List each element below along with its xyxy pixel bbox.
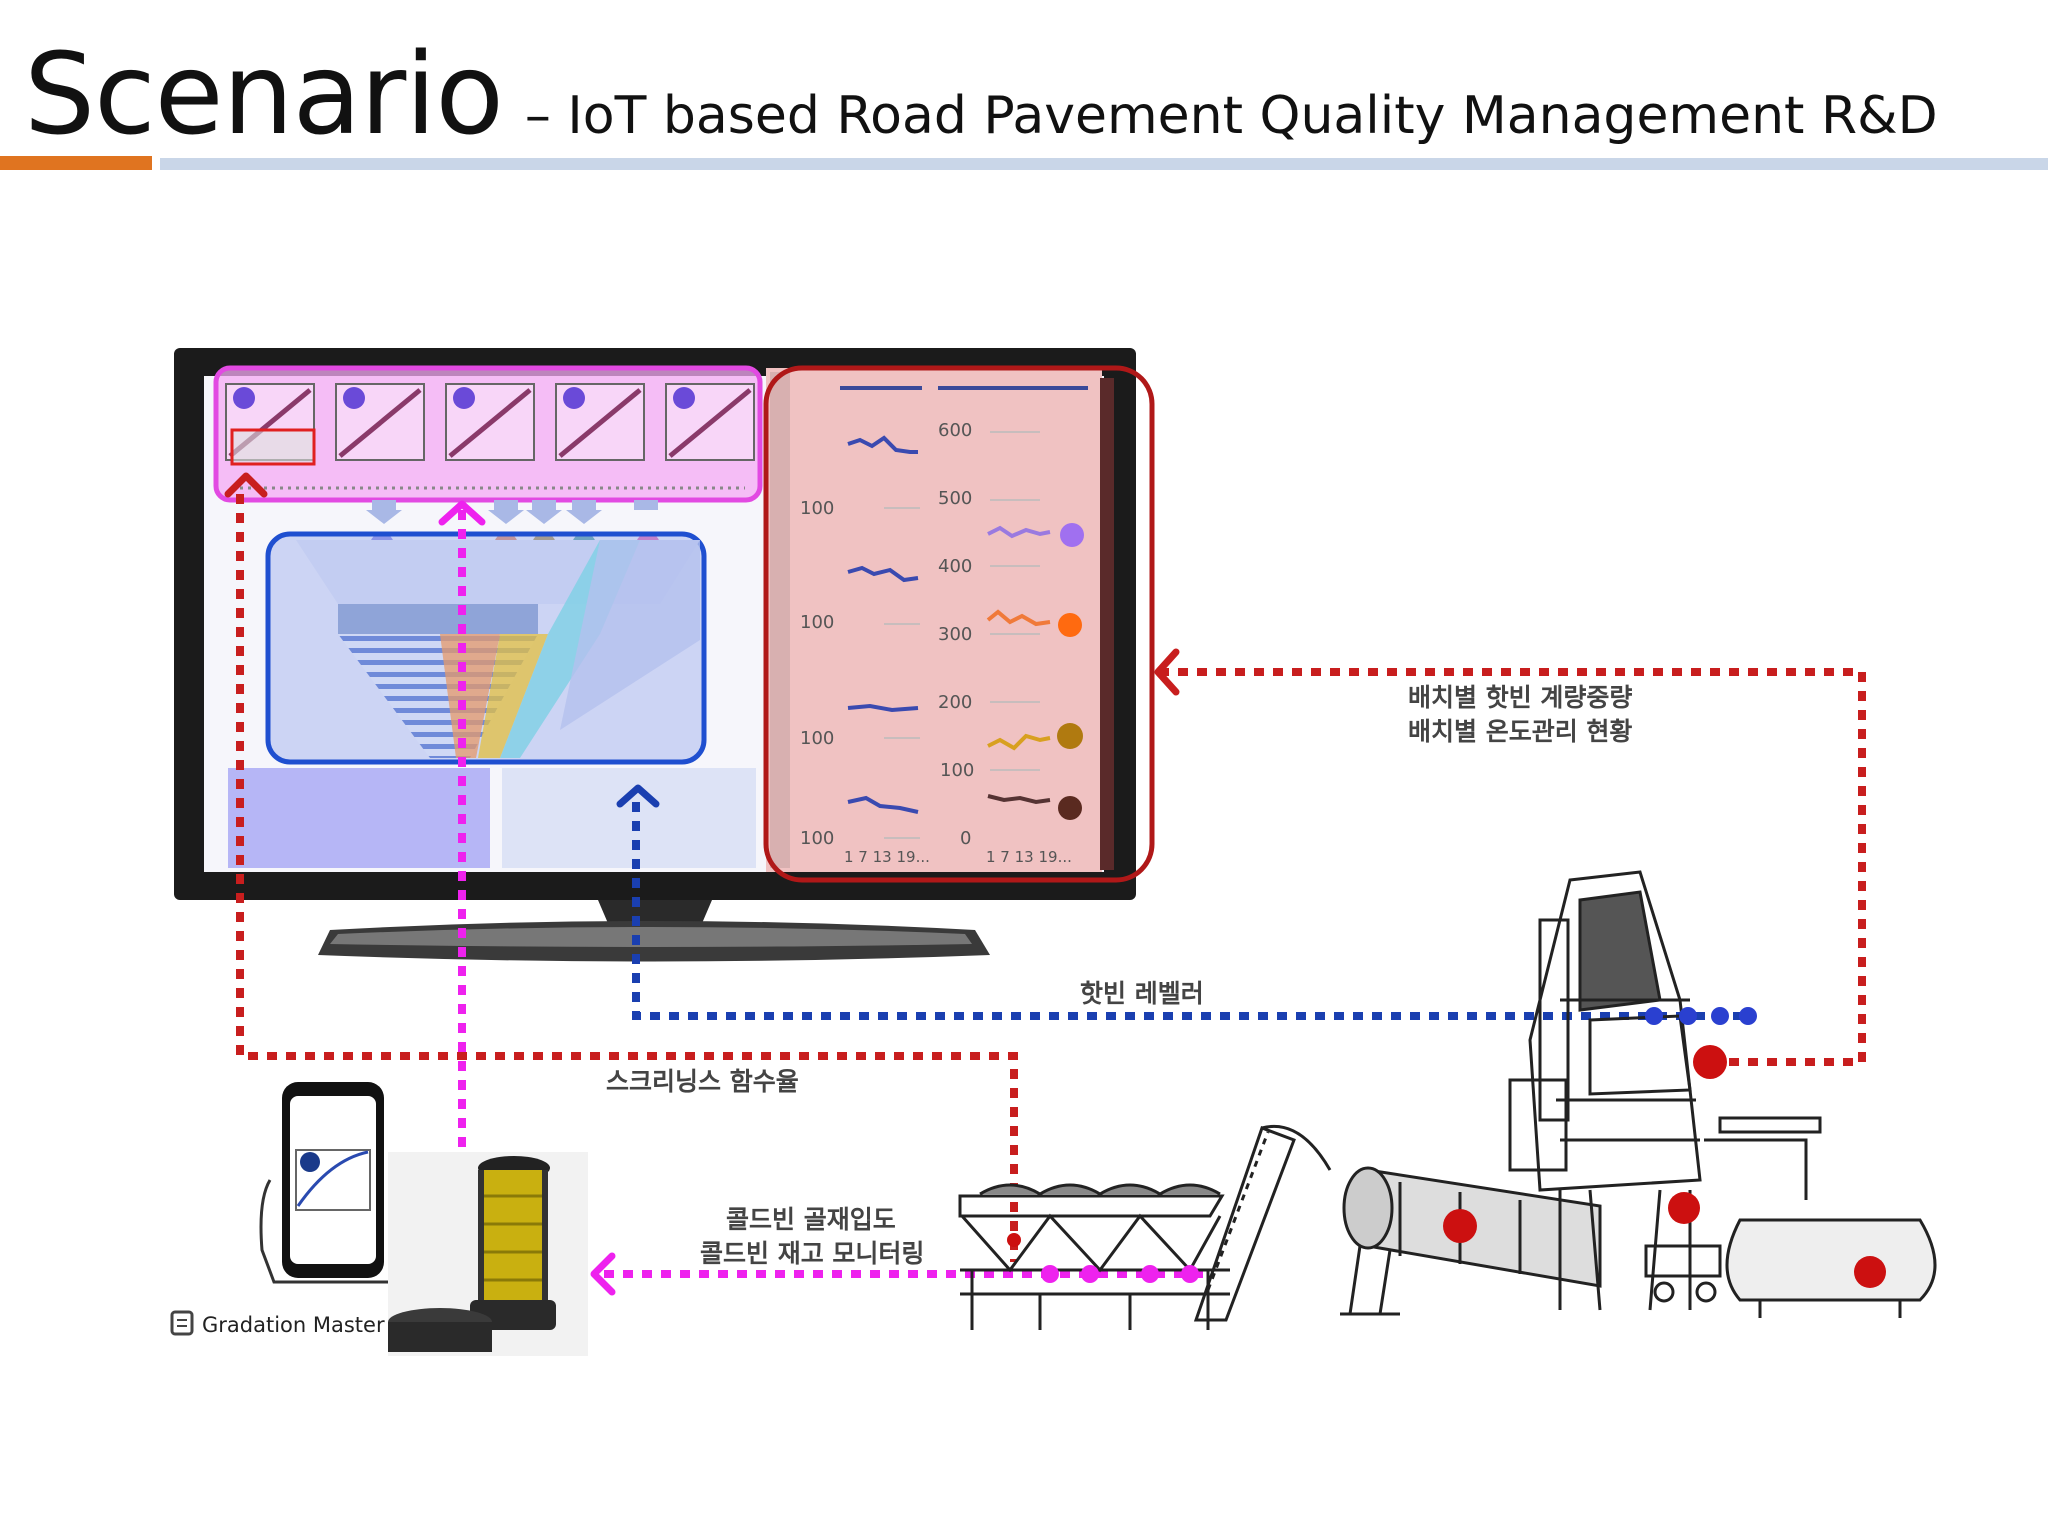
flow-arrows-small	[366, 500, 658, 524]
right-tick-0: 0	[960, 828, 971, 849]
arrowhead-red-left	[1154, 648, 1180, 696]
title-subtitle: – IoT based Road Pavement Quality Manage…	[524, 86, 1938, 146]
x-tick-right: 1 7 13 19...	[986, 848, 1072, 866]
hotbin-weight-connector	[1160, 668, 1866, 1066]
temperature-dots	[1057, 523, 1084, 820]
label-coldbin-line1: 콜드빈 골재입도	[726, 1205, 896, 1234]
label-hotbin-leveler: 핫빈 레벨러	[1080, 979, 1204, 1008]
title-underline	[160, 158, 2048, 170]
x-tick-left: 1 7 13 19...	[844, 848, 930, 866]
label-hotbin-weight-line2: 배치별 온도관리 현황	[1408, 717, 1632, 746]
arrowhead-magenta-left	[590, 1252, 616, 1296]
mini-chart-5	[665, 383, 755, 461]
gradation-chart-panel	[213, 365, 763, 503]
slide-title: Scenario – IoT based Road Pavement Qualit…	[24, 30, 1938, 160]
left-tick-3: 100	[800, 728, 834, 749]
asphalt-plant-icon	[958, 870, 1937, 1330]
label-screenings-moisture: 스크리닝스 함수율	[606, 1067, 799, 1096]
right-tick-400: 400	[938, 556, 972, 577]
arrowhead-magenta-up	[438, 500, 486, 526]
gradation-master-label: Gradation Master	[202, 1313, 385, 1337]
right-tick-100: 100	[940, 760, 974, 781]
left-trend-lines	[847, 435, 919, 814]
phone-icon	[236, 1078, 432, 1290]
title-main: Scenario	[24, 30, 504, 160]
right-trend-lines	[986, 525, 1051, 805]
arrowhead-blue-up	[616, 784, 660, 808]
mini-chart-3	[445, 383, 535, 461]
right-tick-300: 300	[938, 624, 972, 645]
weighing-temperature-panel: 100 100 100 100 600 500 400 300 200 100 …	[763, 365, 1155, 883]
right-tick-600: 600	[938, 420, 972, 441]
mini-chart-2	[335, 383, 425, 461]
left-tick-4: 100	[800, 828, 834, 849]
label-hotbin-weight-line1: 배치별 핫빈 계량중량	[1408, 683, 1632, 712]
right-tick-500: 500	[938, 488, 972, 509]
gradation-master-logo: Gradation Master	[170, 1310, 385, 1337]
label-coldbin-line2: 콜드빈 재고 모니터링	[700, 1239, 924, 1268]
left-tick-2: 100	[800, 612, 834, 633]
right-tick-200: 200	[938, 692, 972, 713]
hotbin-leveler-connector	[632, 802, 1754, 1020]
mini-chart-4	[555, 383, 645, 461]
left-tick-1: 100	[800, 498, 834, 519]
hotbin-hopper-panel	[265, 531, 707, 765]
screen-lower-right-panel	[502, 768, 756, 868]
plant-sensor-dots	[1007, 1007, 1886, 1288]
title-underline-accent	[0, 156, 152, 170]
sieve-shaker-icon	[388, 1152, 588, 1356]
arrowhead-red-up	[224, 472, 268, 498]
mini-chart-1	[225, 383, 316, 466]
screen-lower-left-panel	[228, 768, 490, 868]
